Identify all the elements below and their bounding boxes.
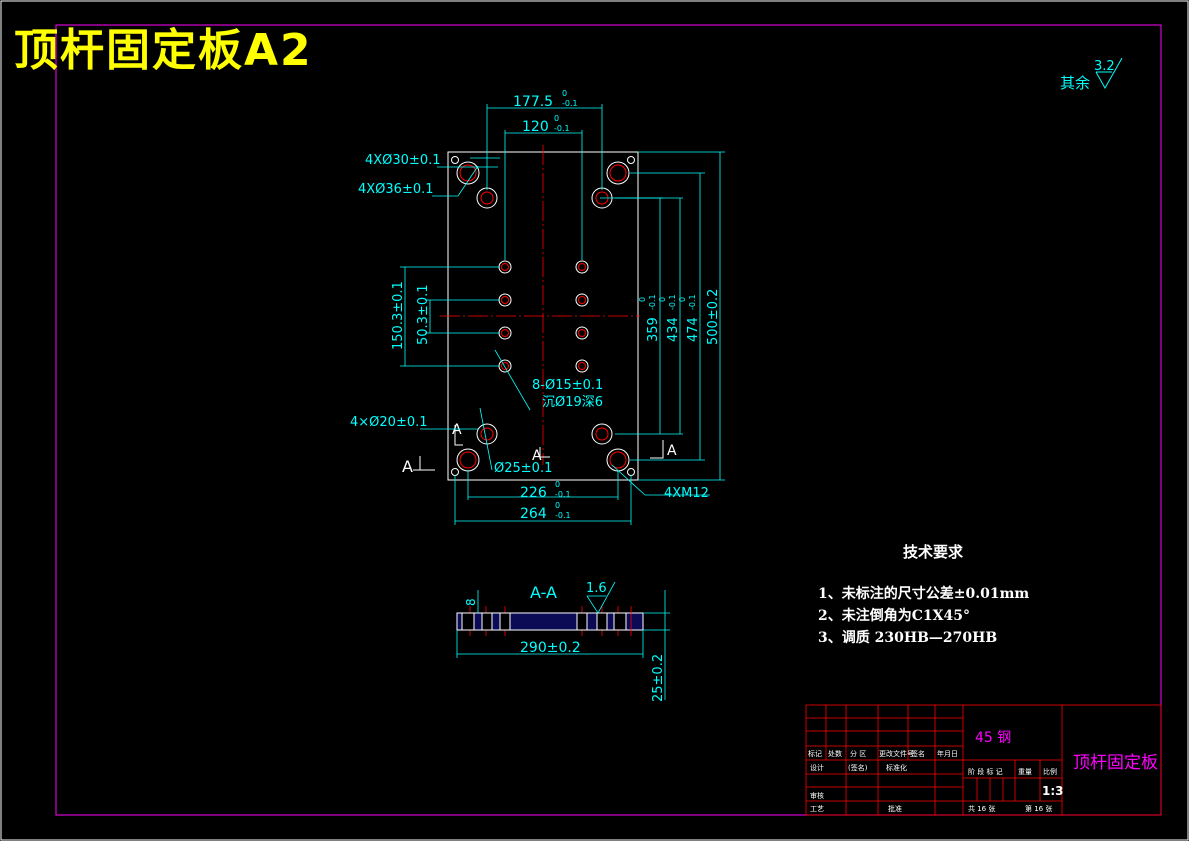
- dim-434-tol-bot: -0.1: [668, 294, 677, 310]
- tb-approve: 批准: [888, 804, 902, 813]
- tech-item-1: 1、未标注的尺寸公差±0.01mm: [818, 586, 1030, 602]
- tb-design-sign: (签名): [848, 763, 868, 772]
- dim-264-tol-bot: -0.1: [555, 511, 571, 520]
- dim-177-5-tol-top: 0: [562, 89, 567, 98]
- dimension-texts: 177.5 0 -0.1 120 0 -0.1 4XØ30±0.1 4XØ36±…: [350, 89, 721, 522]
- roughness-prefix: 其余: [1060, 74, 1090, 92]
- dim-434: 434: [666, 317, 681, 342]
- tb-sign: 签名: [911, 749, 925, 758]
- roughness-mark: 其余 3.2: [1060, 57, 1123, 92]
- section-a-3: A: [667, 443, 677, 459]
- holes-15: [498, 260, 589, 373]
- dim-474-tol-bot: -0.1: [688, 294, 697, 310]
- tb-sheets: 共 16 张: [968, 804, 995, 813]
- dim-359-tol-top: 0: [638, 297, 647, 302]
- dim-359-tol-bot: -0.1: [648, 294, 657, 310]
- tb-zone: 分 区: [850, 749, 866, 758]
- title-block: [805, 704, 1162, 816]
- dim-226-tol-top: 0: [555, 480, 560, 489]
- hole-19-label: 沉Ø19深6: [542, 395, 603, 410]
- tb-count: 处数: [828, 749, 842, 758]
- hole-15-label: 8-Ø15±0.1: [532, 378, 603, 393]
- tb-scale: 1:3: [1042, 784, 1064, 798]
- roughness-value: 3.2: [1094, 59, 1115, 74]
- plate-front-view: A A A A: [402, 145, 677, 481]
- dim-50-3: 50.3±0.1: [416, 284, 431, 345]
- tech-item-3: 3、调质 230HB—270HB: [818, 630, 998, 646]
- section-a-1: A: [452, 422, 462, 438]
- section-title: A-A: [530, 583, 557, 602]
- hole-20-label: 4×Ø20±0.1: [350, 415, 428, 430]
- tb-design: 设计: [810, 763, 824, 772]
- dim-177-5: 177.5: [513, 94, 553, 110]
- section-roughness: 1.6: [586, 581, 607, 596]
- tb-standard: 标准化: [886, 763, 907, 772]
- section-dim-25: 25±0.2: [651, 654, 666, 702]
- tech-item-2: 2、未注倒角为C1X45°: [818, 608, 970, 624]
- dim-434-tol-top: 0: [658, 297, 667, 302]
- dim-264-tol-top: 0: [555, 501, 560, 510]
- tech-heading: 技术要求: [903, 543, 964, 561]
- dim-500: 500±0.2: [706, 289, 721, 345]
- tb-weight: 重量: [1018, 768, 1032, 776]
- tb-change: 更改文件号: [879, 749, 914, 758]
- section-view: A-A 1.6 8 290±0.2 25±0.2: [456, 581, 670, 702]
- tb-stage: 阶 段 标 记: [968, 767, 1003, 776]
- dimension-lines: [400, 104, 725, 525]
- section-a-2: A: [532, 448, 542, 464]
- tb-ratio: 比例: [1043, 767, 1057, 776]
- tb-mark: 标记: [808, 749, 822, 758]
- dim-120-tol-bot: -0.1: [554, 124, 570, 133]
- section-dim-290: 290±0.2: [520, 640, 581, 656]
- title-block-texts: 标记 处数 分 区 更改文件号 签名 年月日 设计 (签名) 标准化 审核 工艺…: [808, 749, 1057, 813]
- section-dim-8: 8: [464, 598, 478, 606]
- hole-30-label: 4XØ30±0.1: [365, 153, 441, 168]
- tb-review: 审核: [810, 791, 824, 800]
- dim-359: 359: [646, 317, 661, 342]
- tb-sheet-no: 第 16 张: [1025, 804, 1052, 813]
- drawing-title: 顶杆固定板A2: [14, 25, 313, 76]
- dim-177-5-tol-bot: -0.1: [562, 99, 578, 108]
- dim-474: 474: [686, 317, 701, 342]
- tb-material: 45 钢: [975, 730, 1011, 746]
- dim-120: 120: [522, 119, 549, 135]
- hole-25-label: Ø25±0.1: [494, 461, 552, 476]
- hole-36-label: 4XØ36±0.1: [358, 182, 434, 197]
- dim-120-tol-top: 0: [554, 114, 559, 123]
- dim-474-tol-top: 0: [678, 297, 687, 302]
- dim-226-tol-bot: -0.1: [555, 490, 571, 499]
- dim-264: 264: [520, 506, 547, 522]
- tb-craft: 工艺: [810, 805, 824, 813]
- dim-150-3: 150.3±0.1: [391, 281, 406, 350]
- tb-part-name: 顶杆固定板: [1073, 753, 1158, 773]
- m12-label: 4XM12: [664, 486, 709, 501]
- section-a-4: A: [402, 457, 413, 476]
- dim-226: 226: [520, 485, 547, 501]
- tb-date: 年月日: [937, 749, 958, 758]
- inner-frame: [55, 24, 1162, 816]
- section-markers: [413, 425, 664, 471]
